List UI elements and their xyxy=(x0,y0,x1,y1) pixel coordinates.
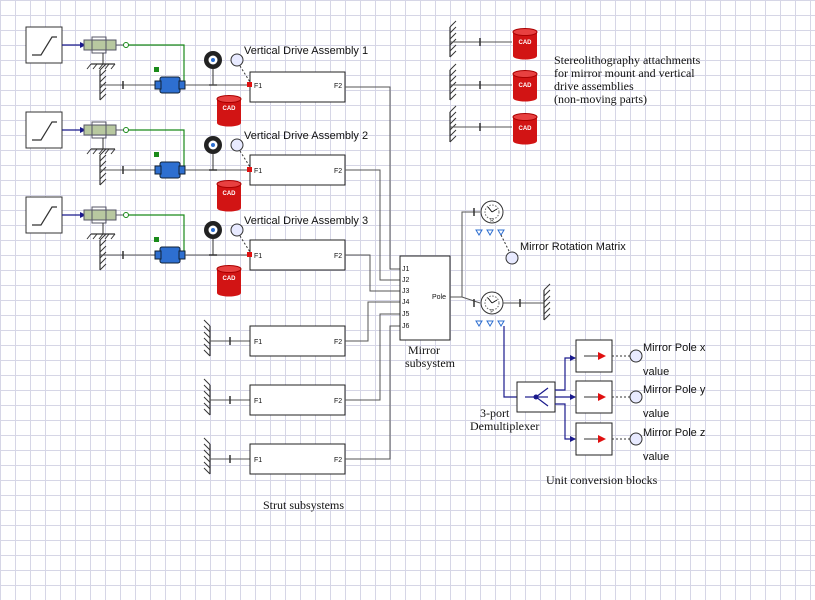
ramp-source-icon[interactable] xyxy=(25,111,63,149)
drive-row-2: CAD F1 F2 Vertical Drive Assembly 2 xyxy=(25,111,368,212)
ground-icon xyxy=(449,63,457,101)
ground-icon xyxy=(99,148,107,186)
demultiplexer: 3-port Demultiplexer xyxy=(470,355,576,442)
cad-label: CAD xyxy=(223,276,237,282)
ground-icon xyxy=(99,63,107,101)
strut-block-1[interactable] xyxy=(249,325,346,357)
port-j6: J6 xyxy=(402,323,410,330)
port-j5: J5 xyxy=(402,311,410,318)
strut-subsystems: F1 F2 F1 F2 F1 F2 Strut subsystems xyxy=(203,319,346,512)
strut-block-2[interactable] xyxy=(249,384,346,416)
ground-icon xyxy=(86,233,116,240)
sensor-disk-icon[interactable] xyxy=(204,51,222,69)
output-port-icon[interactable] xyxy=(230,138,244,152)
position-sensor-letter: P xyxy=(490,309,494,315)
port-f1: F1 xyxy=(254,168,262,175)
port-f1: F1 xyxy=(254,398,262,405)
pole-z-value-label: value xyxy=(643,451,669,463)
port-f1: F1 xyxy=(254,339,262,346)
pole-x-label: Mirror Pole x xyxy=(643,342,706,354)
pole-y-label: Mirror Pole y xyxy=(643,384,706,396)
pole-x-output-icon[interactable] xyxy=(629,349,643,363)
demux-label-line2: Demultiplexer xyxy=(470,419,539,433)
vda-2-label: Vertical Drive Assembly 2 xyxy=(244,130,368,142)
cad-label: CAD xyxy=(519,83,533,89)
sensor-disk-icon[interactable] xyxy=(204,136,222,154)
ground-icon xyxy=(99,233,107,271)
output-port-icon[interactable] xyxy=(230,53,244,67)
ground-icon xyxy=(203,378,211,416)
ground-icon xyxy=(543,283,551,321)
pole-y-value-label: value xyxy=(643,408,669,420)
unit-conversion-blocks: Mirror Pole x value Mirror Pole y value … xyxy=(546,339,706,487)
mirror-subsystem: J1 J2 J3 J4 J5 J6 Pole Mirror subsystem xyxy=(399,255,456,370)
port-f1: F1 xyxy=(254,83,262,90)
port-f2: F2 xyxy=(334,339,342,346)
mirror-subsystem-block[interactable] xyxy=(399,255,451,341)
vertical-drive-assembly-3-block[interactable] xyxy=(249,239,346,271)
port-j2: J2 xyxy=(402,277,410,284)
port-f1: F1 xyxy=(254,457,262,464)
drive-row-3: CAD F1 F2 Vertical Drive Assembly 3 xyxy=(25,196,368,297)
sensor-disk-icon[interactable] xyxy=(204,221,222,239)
stereolithography-attachments: CAD CAD CAD Stereolithography attachment… xyxy=(449,20,701,145)
port-f1: F1 xyxy=(254,253,262,260)
port-j3: J3 xyxy=(402,288,410,295)
vertical-drive-assembly-1-block[interactable] xyxy=(249,71,346,103)
stereo-label-line1: Stereolithography attachments xyxy=(554,53,701,67)
unit-conversion-label: Unit conversion blocks xyxy=(546,473,658,487)
port-f2: F2 xyxy=(334,83,342,90)
motion-actuator-icon[interactable] xyxy=(83,36,129,54)
port-f2: F2 xyxy=(334,398,342,405)
port-pole: Pole xyxy=(432,294,446,301)
cad-label: CAD xyxy=(519,126,533,132)
vda-1-label: Vertical Drive Assembly 1 xyxy=(244,45,368,57)
port-j1: J1 xyxy=(402,266,410,273)
pole-z-output-icon[interactable] xyxy=(629,432,643,446)
port-f2: F2 xyxy=(334,253,342,260)
output-port-icon[interactable] xyxy=(230,223,244,237)
vertical-drive-assembly-2-block[interactable] xyxy=(249,154,346,186)
motion-actuator-icon[interactable] xyxy=(83,206,129,224)
vda-3-label: Vertical Drive Assembly 3 xyxy=(244,215,368,227)
port-j4: J4 xyxy=(402,299,410,306)
mirror-rotation-label: Mirror Rotation Matrix xyxy=(520,241,626,253)
stereo-label-line3: drive assemblies xyxy=(554,79,634,93)
ground-icon xyxy=(203,437,211,475)
port-f2: F2 xyxy=(334,168,342,175)
linear-actuator-icon[interactable] xyxy=(154,76,186,94)
ramp-source-icon[interactable] xyxy=(25,26,63,64)
rotation-sensor-letter: R xyxy=(490,218,494,224)
linear-actuator-icon[interactable] xyxy=(154,161,186,179)
stereo-label-line2: for mirror mount and vertical xyxy=(554,66,695,80)
ground-icon xyxy=(449,20,457,58)
pole-z-label: Mirror Pole z xyxy=(643,427,705,439)
drive-row-1: CAD F1 F2 Vertical Drive Assembly 1 xyxy=(25,26,368,127)
strut-block-3[interactable] xyxy=(249,443,346,475)
ground-icon xyxy=(86,63,116,70)
port-f2: F2 xyxy=(334,457,342,464)
pole-x-value-label: value xyxy=(643,366,669,378)
demux-label-line1: 3-port xyxy=(480,406,510,420)
rotation-output-port-icon[interactable] xyxy=(505,251,519,265)
stereo-label-line4: (non-moving parts) xyxy=(554,92,647,106)
linear-actuator-icon[interactable] xyxy=(154,246,186,264)
mirror-label-line1: Mirror xyxy=(408,343,440,357)
mirror-sensors: R Mirror Rotation Matrix P xyxy=(450,200,626,398)
ground-icon xyxy=(449,105,457,143)
mirror-label-line2: subsystem xyxy=(405,356,456,370)
connection-wires xyxy=(345,86,400,460)
cad-label: CAD xyxy=(519,40,533,46)
motion-actuator-icon[interactable] xyxy=(83,121,129,139)
strut-subsystems-label: Strut subsystems xyxy=(263,498,344,512)
ramp-source-icon[interactable] xyxy=(25,196,63,234)
cad-label: CAD xyxy=(223,106,237,112)
ground-icon xyxy=(203,319,211,357)
ground-icon xyxy=(86,148,116,155)
pole-y-output-icon[interactable] xyxy=(629,390,643,404)
cad-label: CAD xyxy=(223,191,237,197)
